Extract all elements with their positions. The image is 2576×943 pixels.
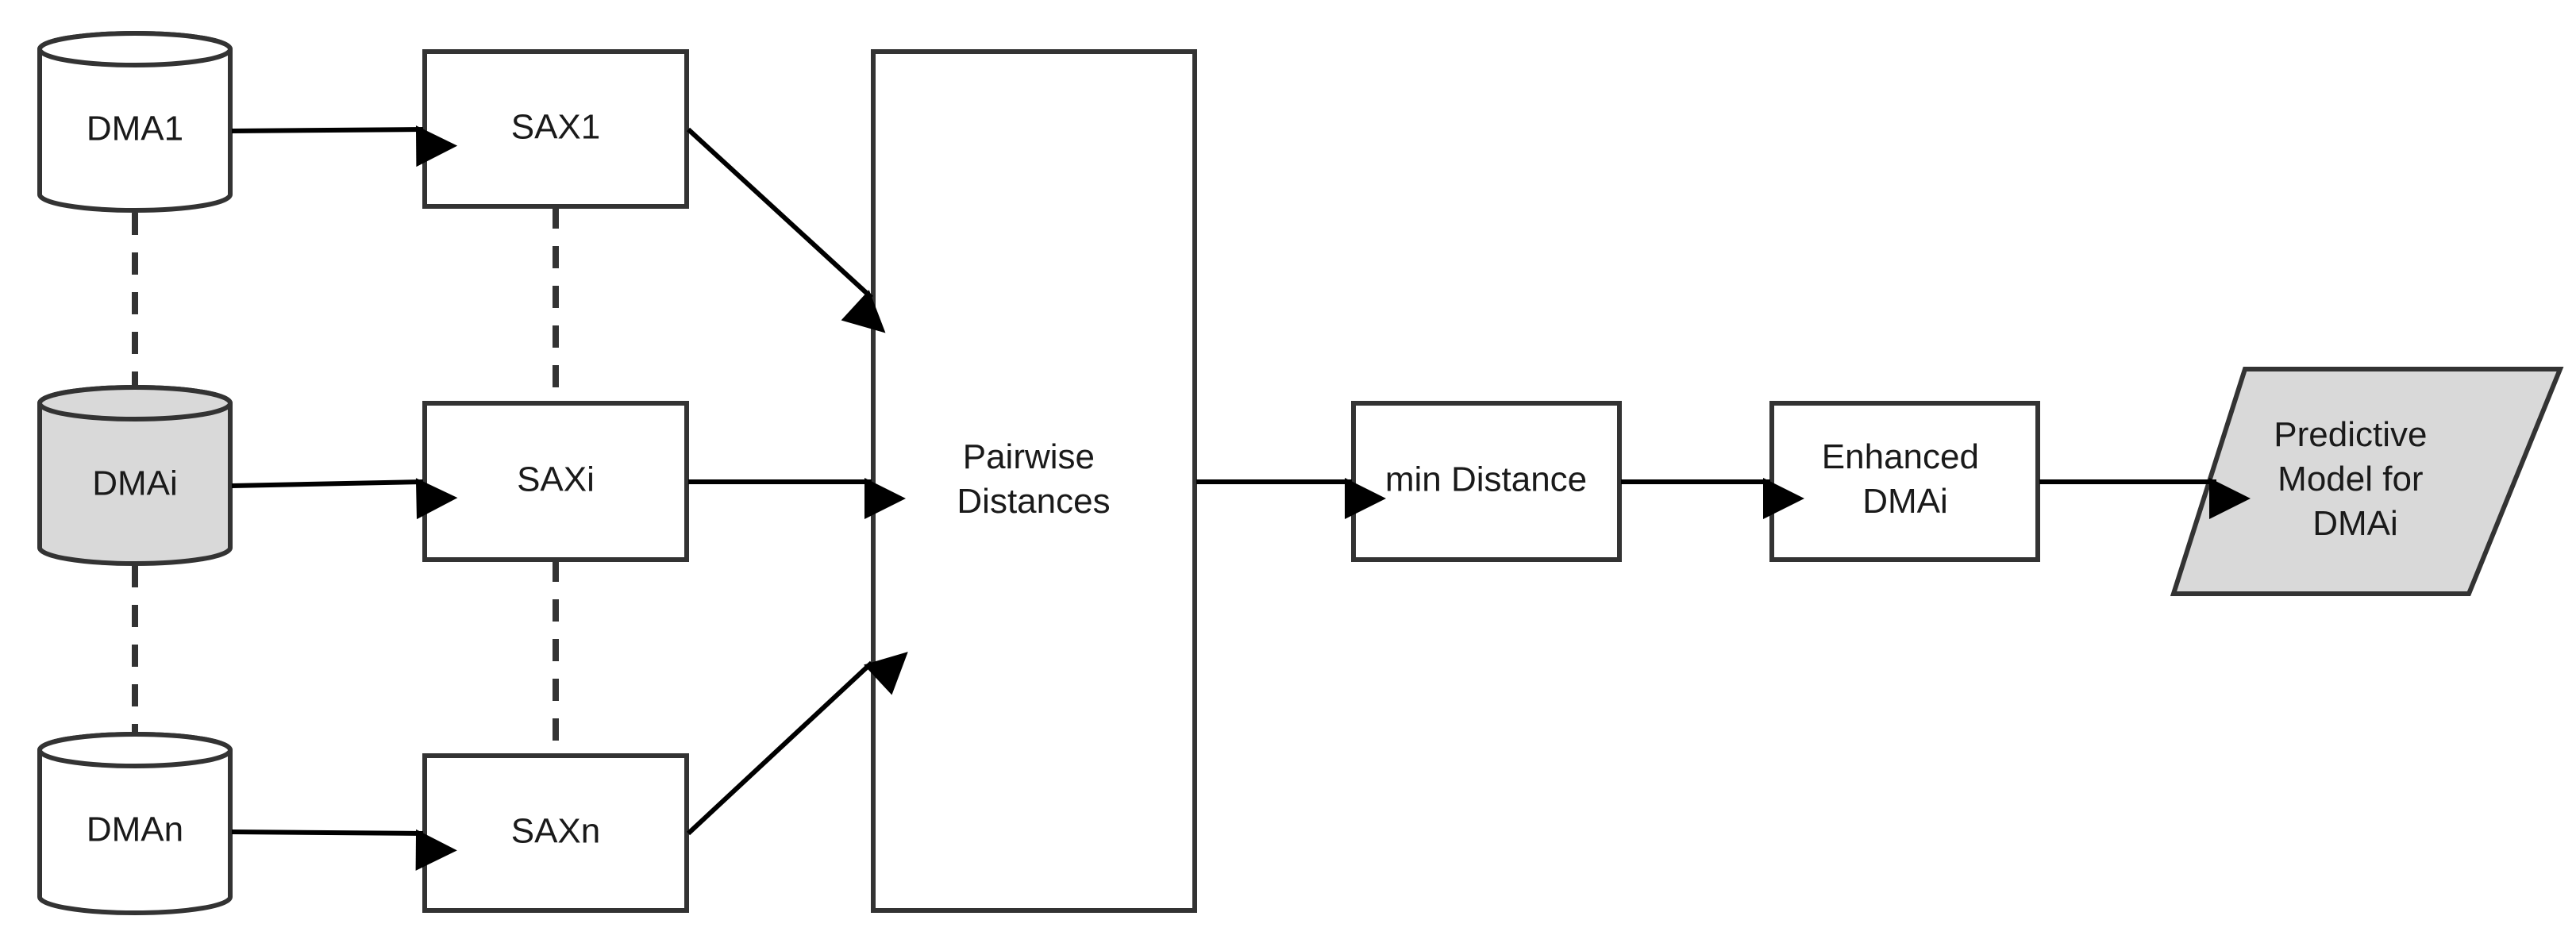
- svg-text:Enhanced DMAi: Enhanced DMAi: [1822, 437, 1989, 521]
- arrow-sax1-to-pairwise: [686, 127, 886, 333]
- box-min-distance: min Distance: [1351, 401, 1622, 562]
- predictive-label-line-3: DMAi: [2312, 504, 2398, 543]
- arrow-saxn-to-pairwise: [686, 652, 908, 836]
- box-saxn: SAXn: [422, 753, 689, 913]
- predictive-label-line-1: Predictive: [2274, 415, 2427, 454]
- enhanced-label-line-2: DMAi: [1862, 482, 1948, 521]
- parallelogram-predictive-model: Predictive Model for DMAi: [2170, 367, 2564, 596]
- cylinder-dman: DMAn: [37, 732, 233, 915]
- predictive-label-line-2: Model for: [2278, 460, 2423, 498]
- box-sax1-label: SAX1: [511, 108, 601, 147]
- box-min-distance-label: min Distance: [1385, 460, 1587, 499]
- svg-text:Pairwise Distances: Pairwise Distances: [957, 437, 1110, 521]
- box-enhanced-dmai: Enhanced DMAi: [1769, 401, 2040, 562]
- box-sax1: SAX1: [422, 49, 689, 209]
- cylinder-dmai-label: DMAi: [92, 464, 178, 503]
- pairwise-label-line-1: Pairwise: [963, 437, 1095, 476]
- cylinder-dma1-label: DMA1: [87, 110, 183, 148]
- arrow-dman-to-saxn: [231, 829, 457, 871]
- pairwise-label-line-2: Distances: [957, 482, 1110, 521]
- box-saxi: SAXi: [422, 401, 689, 562]
- svg-text:Predictive Model for: Predictive Model for DMAi: [2274, 415, 2436, 543]
- cylinder-dman-label: DMAn: [87, 810, 183, 849]
- cylinder-dma1: DMA1: [37, 31, 233, 213]
- cylinder-dmai: DMAi: [37, 385, 233, 566]
- box-saxn-label: SAXn: [511, 812, 601, 851]
- arrow-dma1-to-sax1: [231, 125, 458, 167]
- box-saxi-label: SAXi: [517, 460, 595, 499]
- enhanced-label-line-1: Enhanced: [1822, 437, 1979, 476]
- arrow-dmai-to-saxi: [231, 478, 458, 520]
- box-pairwise-distances: Pairwise Distances: [871, 49, 1197, 913]
